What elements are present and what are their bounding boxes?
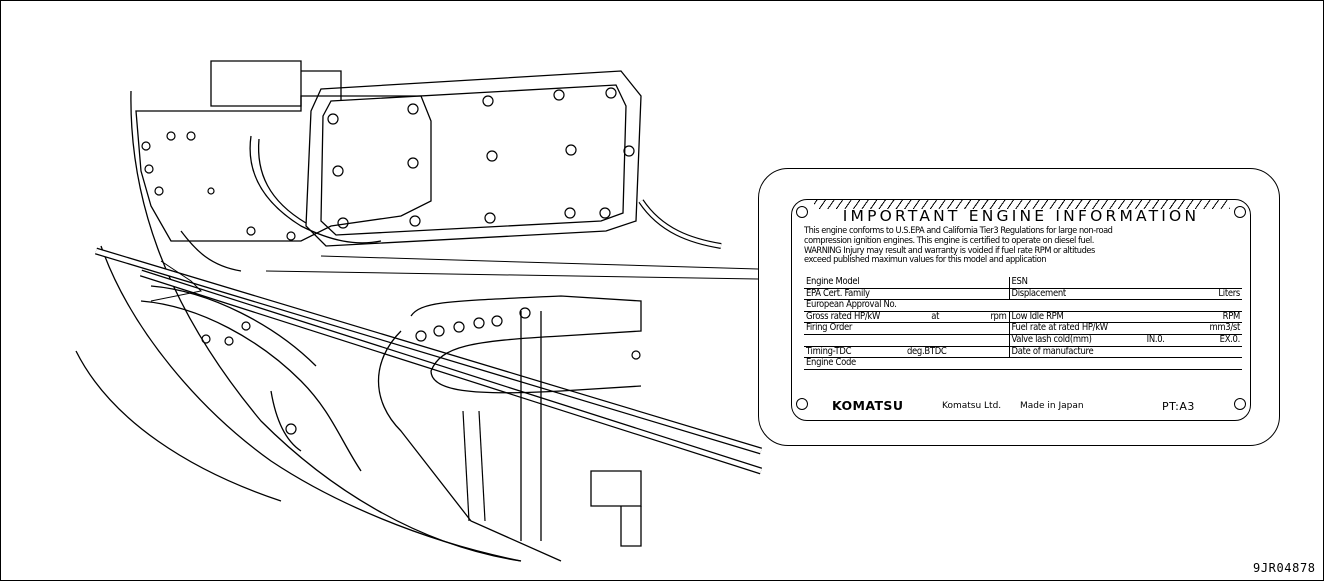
table-row: Gross rated HP/kW at rpm Low Idle RPM RP… bbox=[804, 311, 1242, 324]
engine-info-table: Engine Model ESN EPA Cert. Family Displa… bbox=[804, 277, 1242, 370]
mounting-hole-icon bbox=[796, 398, 808, 410]
komatsu-logo: KOMATSU bbox=[832, 398, 904, 413]
table-row: EPA Cert. Family Displacement Liters bbox=[804, 288, 1242, 301]
valve-lash-label: Valve lash cold(mm) bbox=[1011, 334, 1092, 345]
cell-empty bbox=[1009, 357, 1242, 370]
valve-lash-ex: EX.0. bbox=[1219, 334, 1241, 345]
table-row: Timing-TDC deg.BTDC Date of manufacture bbox=[804, 346, 1242, 359]
figure-code: 9JR04878 bbox=[1253, 561, 1316, 575]
cell-timing-tdc: Timing-TDC deg.BTDC bbox=[804, 346, 1010, 359]
table-row: Engine Code bbox=[804, 357, 1242, 370]
cell-date-of-manufacture: Date of manufacture bbox=[1009, 346, 1242, 359]
displacement-label: Displacement bbox=[1011, 288, 1067, 299]
gross-rated-label: Gross rated HP/kW bbox=[806, 311, 880, 322]
cell-gross-rated: Gross rated HP/kW at rpm bbox=[804, 311, 1010, 324]
gross-rated-unit: rpm bbox=[990, 311, 1007, 322]
cell-fuel-rate: Fuel rate at rated HP/kW mm3/st bbox=[1009, 322, 1242, 335]
cell-epa-cert-family: EPA Cert. Family bbox=[804, 288, 1010, 301]
bolt-group bbox=[141, 87, 641, 435]
valve-lash-in: IN.0. bbox=[1146, 334, 1165, 345]
cell-low-idle: Low Idle RPM RPM bbox=[1009, 311, 1242, 324]
plate-intro: This engine conforms to U.S.EPA and Cali… bbox=[804, 226, 1240, 265]
low-idle-label: Low Idle RPM bbox=[1011, 311, 1064, 322]
mounting-hole-icon bbox=[796, 206, 808, 218]
fuel-rate-label: Fuel rate at rated HP/kW bbox=[1011, 322, 1109, 334]
displacement-unit: Liters bbox=[1218, 288, 1240, 299]
plate-footer: KOMATSU Komatsu Ltd. Made in Japan PT:A3 bbox=[792, 398, 1250, 416]
cell-engine-code: Engine Code bbox=[804, 357, 1009, 370]
cell-european-approval: European Approval No. bbox=[804, 299, 1009, 312]
timing-unit: deg.BTDC bbox=[906, 346, 947, 357]
intro-line: compression ignition engines. This engin… bbox=[804, 235, 1094, 246]
plate-title: IMPORTANT ENGINE INFORMATION bbox=[842, 207, 1200, 225]
mounting-hole-icon bbox=[1234, 398, 1246, 410]
cell-empty bbox=[1009, 299, 1242, 312]
mounting-hole-icon bbox=[1234, 206, 1246, 218]
cell-engine-model: Engine Model bbox=[804, 277, 1010, 289]
table-row: Valve lash cold(mm) IN.0. EX.0. bbox=[804, 334, 1242, 347]
engine-information-plate: IMPORTANT ENGINE INFORMATION This engine… bbox=[791, 199, 1251, 421]
intro-line: WARNING Injury may result and warranty i… bbox=[804, 245, 1095, 256]
cell-empty bbox=[804, 334, 1010, 347]
cell-valve-lash: Valve lash cold(mm) IN.0. EX.0. bbox=[1009, 334, 1242, 347]
hatched-border bbox=[814, 200, 1230, 209]
cell-displacement: Displacement Liters bbox=[1009, 288, 1242, 301]
intro-line: exceed published maximun values for this… bbox=[804, 255, 1046, 266]
part-code: PT:A3 bbox=[1162, 400, 1195, 413]
table-row: European Approval No. bbox=[804, 299, 1242, 312]
intro-line: This engine conforms to U.S.EPA and Cali… bbox=[804, 226, 1113, 236]
timing-label: Timing-TDC bbox=[806, 346, 852, 357]
cell-esn: ESN bbox=[1009, 277, 1242, 289]
cell-firing-order: Firing Order bbox=[804, 322, 1010, 335]
label-callout-frame bbox=[758, 168, 1280, 446]
fuel-rate-unit: mm3/st bbox=[1209, 322, 1240, 334]
made-in: Made in Japan bbox=[1020, 401, 1084, 411]
gross-rated-at: at bbox=[931, 311, 940, 322]
company-name: Komatsu Ltd. bbox=[942, 401, 1002, 411]
table-row: Engine Model ESN bbox=[804, 277, 1242, 289]
table-row: Firing Order Fuel rate at rated HP/kW mm… bbox=[804, 322, 1242, 335]
low-idle-unit: RPM bbox=[1222, 311, 1241, 322]
